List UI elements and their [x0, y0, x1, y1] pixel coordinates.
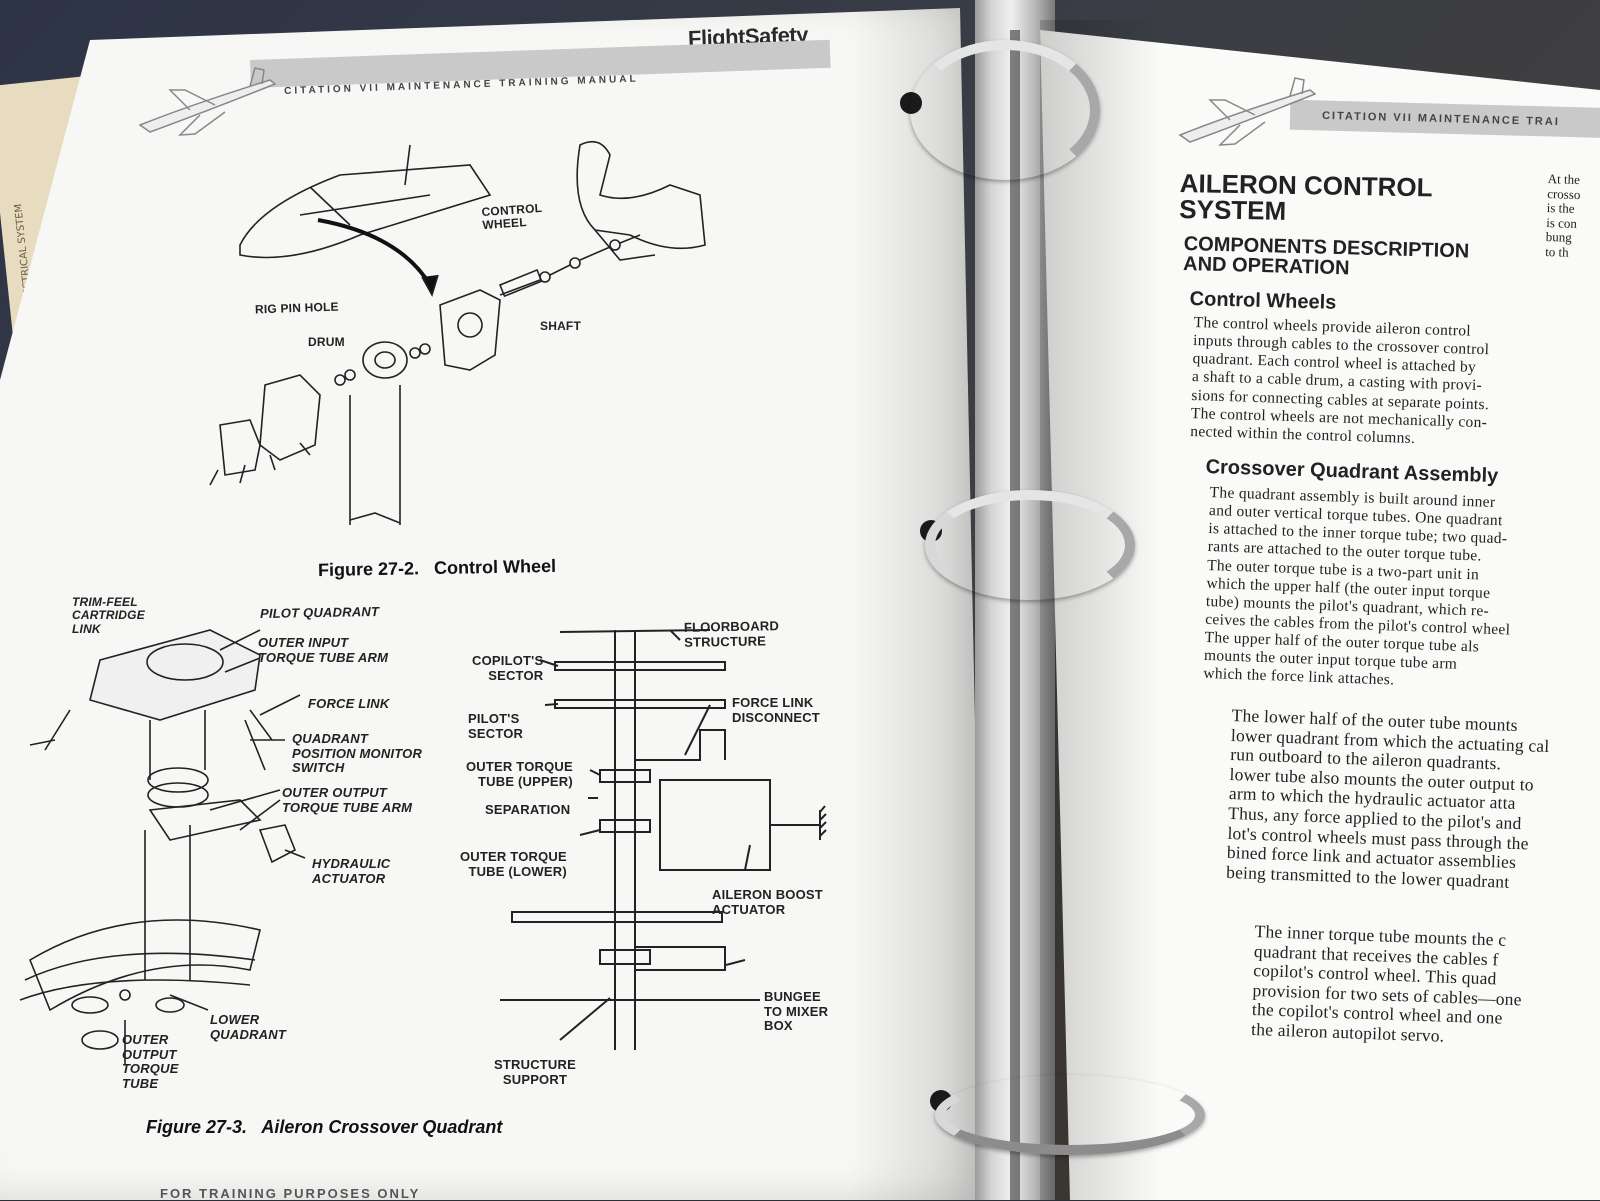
jet-logo-icon	[138, 67, 277, 136]
label-outer-torque-tube-lower: OUTER TORQUE TUBE (LOWER)	[460, 849, 567, 879]
paragraph-lower-half: The lower half of the outer tube mounts …	[1225, 705, 1550, 892]
binder-ring-bottom	[935, 1075, 1205, 1155]
label-trim-feel-cartridge-link: TRIM-FEEL CARTRIDGE LINK	[72, 595, 145, 636]
binder-ring-middle	[925, 490, 1135, 600]
label-force-link: FORCE LINK	[308, 696, 390, 711]
binder-ring-top	[910, 40, 1100, 180]
label-hydraulic-actuator: HYDRAULIC ACTUATOR	[312, 856, 391, 886]
label-outer-output-torque-tube: OUTER OUTPUT TORQUE TUBE	[122, 1032, 179, 1091]
label-outer-input-arm: OUTER INPUT TORQUE TUBE ARM	[258, 635, 389, 665]
page-footer: FOR TRAINING PURPOSES ONLY	[160, 1186, 421, 1201]
label-outer-output-arm: OUTER OUTPUT TORQUE TUBE ARM	[282, 785, 413, 815]
label-copilots-sector: COPILOT'S SECTOR	[472, 653, 544, 683]
control-wheel-diagram	[209, 140, 706, 525]
label-outer-torque-tube-upper: OUTER TORQUE TUBE (UPPER)	[466, 759, 573, 789]
label-force-link-disconnect: FORCE LINK DISCONNECT	[732, 695, 820, 725]
left-page-shadow	[0, 8, 985, 1200]
paragraph-crossover-quadrant: The quadrant assembly is built around in…	[1203, 484, 1511, 689]
paragraph-control-wheels: The control wheels provide aileron contr…	[1190, 314, 1490, 447]
jet-logo-icon-right	[1178, 77, 1317, 146]
label-quadrant-position-monitor-switch: QUADRANT POSITION MONITOR SWITCH	[292, 731, 423, 776]
binder-slot	[1010, 30, 1020, 1200]
label-floorboard-structure: FLOORBOARD STRUCTURE	[683, 618, 780, 650]
label-pilot-quadrant: PILOT QUADRANT	[259, 603, 380, 622]
right-page	[1040, 30, 1600, 1200]
label-drum: DRUM	[308, 335, 345, 349]
label-separation: SEPARATION	[485, 802, 571, 817]
label-shaft: SHAFT	[540, 319, 581, 333]
crossover-quadrant-schematic	[500, 629, 827, 1050]
figure-27-2-caption: Figure 27-2. Control Wheel	[317, 555, 557, 581]
figure-27-3-caption: Figure 27-3. Aileron Crossover Quadrant	[146, 1117, 503, 1137]
side-column-text: At the crosso is the is con bung to th	[1544, 171, 1581, 260]
left-page	[0, 8, 985, 1200]
label-bungee-to-mixer-box: BUNGEE TO MIXER BOX	[764, 989, 829, 1034]
label-lower-quadrant: LOWER QUADRANT	[210, 1012, 286, 1042]
label-control-wheel: CONTROL WHEEL	[481, 200, 543, 233]
section-heading: COMPONENTS DESCRIPTION AND OPERATION	[1182, 233, 1470, 280]
section-title: AILERON CONTROL SYSTEM	[1179, 168, 1433, 226]
crossover-quadrant-exploded-diagram	[19, 629, 306, 1065]
label-aileron-boost-actuator: AILERON BOOST ACTUATOR	[712, 887, 823, 917]
subheading-control-wheels: Control Wheels	[1189, 288, 1337, 314]
paragraph-inner-torque-tube: The inner torque tube mounts the c quadr…	[1250, 921, 1522, 1046]
right-page-shadow	[1040, 20, 1160, 1200]
label-structure-support: STRUCTURE SUPPORT	[494, 1057, 576, 1087]
label-pilots-sector: PILOT'S SECTOR	[468, 711, 524, 741]
